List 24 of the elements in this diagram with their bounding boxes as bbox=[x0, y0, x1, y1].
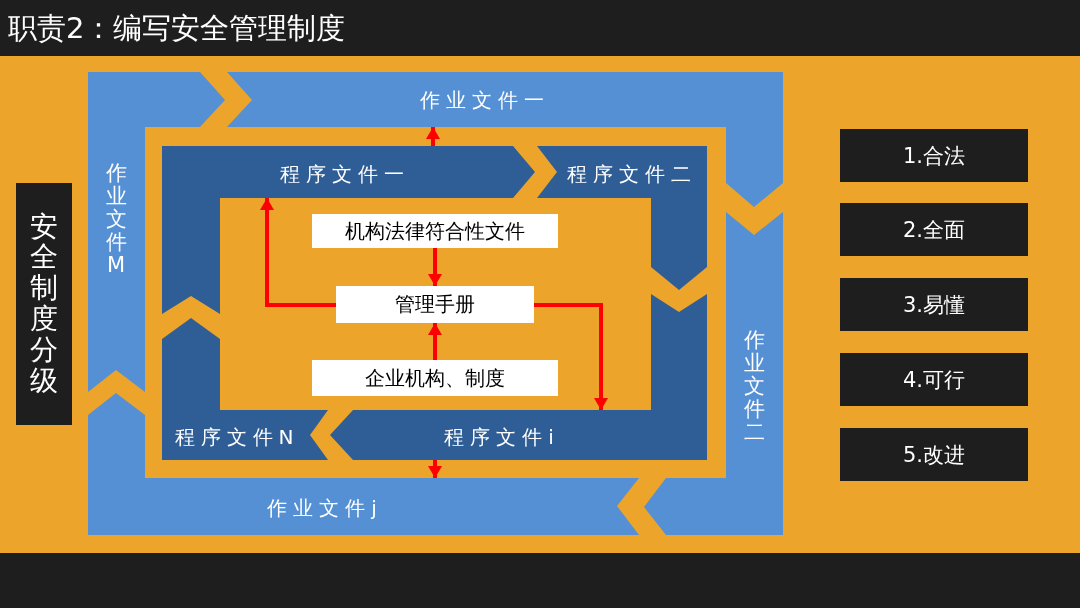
band-label: 程序文件i bbox=[444, 423, 560, 451]
band-label: 作业文件M bbox=[105, 162, 127, 278]
criterion-box: 2.全面 bbox=[840, 203, 1028, 256]
arrow bbox=[426, 127, 440, 146]
band-label: 程序文件二 bbox=[567, 160, 697, 188]
criterion-box: 5.改进 bbox=[840, 428, 1028, 481]
arrow bbox=[428, 248, 442, 286]
band-label: 程序文件一 bbox=[280, 160, 410, 188]
criterion-box: 1.合法 bbox=[840, 129, 1028, 182]
arrow bbox=[428, 323, 442, 360]
arrow bbox=[260, 198, 336, 307]
criterion-box: 3.易懂 bbox=[840, 278, 1028, 331]
title: 职责2：编写安全管理制度 bbox=[8, 10, 346, 47]
arrow bbox=[534, 303, 608, 410]
band-label: 作业文件二 bbox=[743, 329, 765, 445]
category-box: 安全制度分级 bbox=[16, 183, 72, 425]
arrow bbox=[428, 460, 442, 478]
band-label: 程序文件N bbox=[174, 423, 300, 451]
text-box: 企业机构、制度 bbox=[312, 360, 558, 396]
band-label: 作业文件一 bbox=[420, 86, 550, 114]
text-box: 机构法律符合性文件 bbox=[312, 214, 558, 248]
criterion-box: 4.可行 bbox=[840, 353, 1028, 406]
band-label: 作业文件j bbox=[267, 494, 383, 522]
text-box: 管理手册 bbox=[336, 286, 534, 323]
